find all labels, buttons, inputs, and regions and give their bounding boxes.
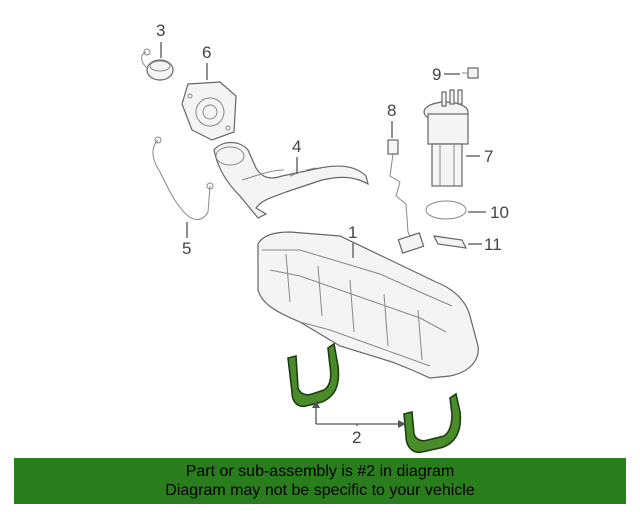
callout-7: 7 [484,147,493,166]
part-11-strainer[interactable] [432,235,468,249]
callout-9: 9 [432,65,441,84]
banner-line-1: Part or sub-assembly is #2 in diagram [185,463,455,480]
callout-10: 10 [490,203,509,222]
part-5-vent-tube[interactable] [152,136,214,220]
callout-11: 11 [484,235,502,254]
callout-3: 3 [156,21,165,40]
part-4-filler-pipe[interactable] [213,141,369,219]
part-9-bolt[interactable] [462,67,479,79]
info-banner: Part or sub-assembly is #2 in diagram Di… [14,458,626,504]
part-8-level-sender[interactable] [387,139,425,254]
callout-6: 6 [202,43,211,62]
part-2-tank-straps[interactable] [287,342,462,454]
part-10-o-ring[interactable] [425,200,467,220]
callout-5: 5 [182,239,191,258]
callout-4: 4 [292,137,301,156]
callout-2: 2 [352,428,361,447]
part-7-fuel-pump[interactable] [423,89,469,187]
part-1-fuel-tank[interactable] [257,231,479,379]
leader-2 [312,400,406,428]
callout-1: 1 [348,223,357,242]
callout-8: 8 [387,101,396,120]
part-3-fuel-cap[interactable] [141,48,174,81]
parts-diagram: 3 6 4 5 9 8 [141,21,509,454]
banner-line-2: Diagram may not be specific to your vehi… [165,482,475,499]
part-6-filler-housing[interactable] [181,81,237,141]
